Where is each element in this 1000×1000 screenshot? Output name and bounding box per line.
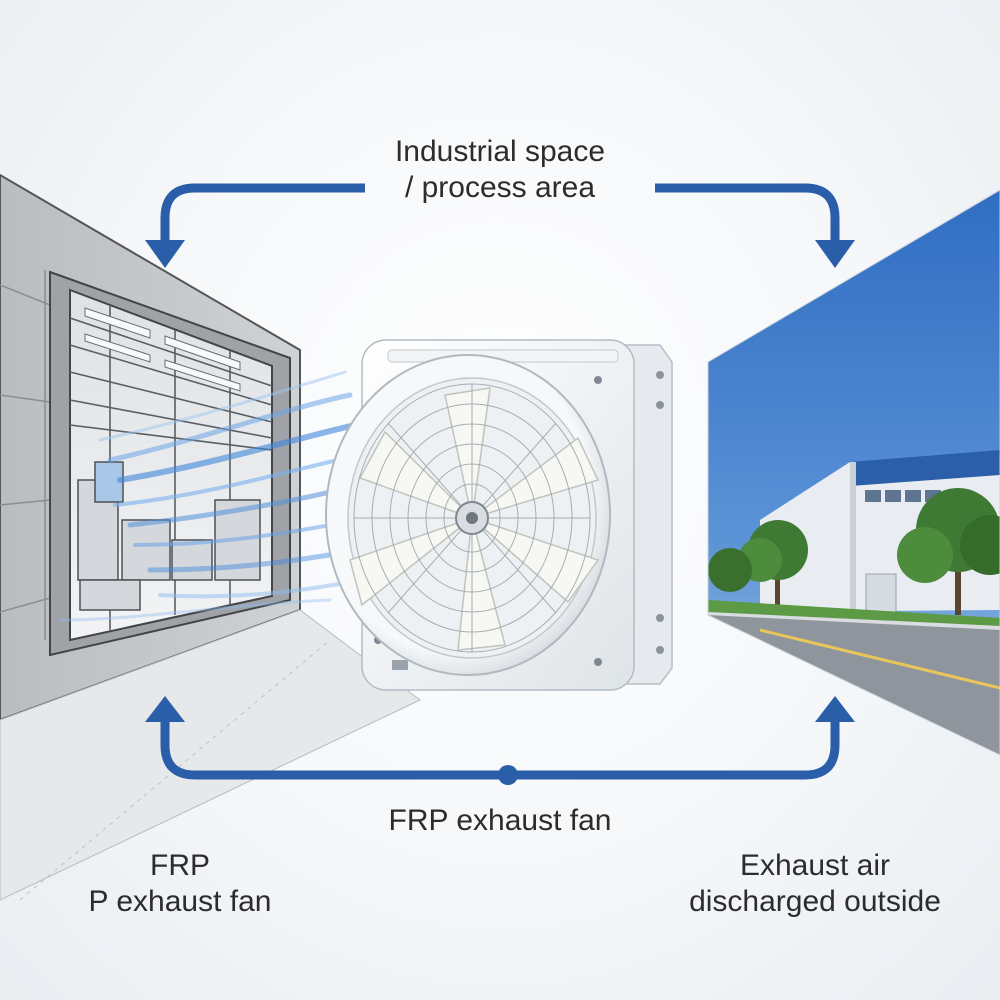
label-line: Exhaust air <box>739 849 891 882</box>
label-line: discharged outside <box>689 885 941 918</box>
label-exhaust-air: Exhaust air discharged outside <box>655 848 975 920</box>
arrow-bottom-right <box>500 720 840 780</box>
label-line: FRP exhaust fan <box>388 804 612 837</box>
label-line: P exhaust fan <box>88 885 272 918</box>
arrowhead-up-right <box>815 696 855 722</box>
arrow-bottom-left <box>160 720 500 780</box>
label-industrial-space: Industrial space / process area <box>315 134 685 206</box>
arrow-top-left <box>160 183 365 245</box>
arrow-top-right <box>655 183 840 245</box>
arrowhead-down-right <box>815 240 855 268</box>
label-line: Industrial space <box>394 135 606 168</box>
label-line: FRP <box>150 849 210 882</box>
trees <box>708 488 1000 615</box>
label-frp-left: FRP P exhaust fan <box>40 848 320 920</box>
label-frp-exhaust-fan: FRP exhaust fan <box>350 803 650 839</box>
junction-dot <box>498 765 518 785</box>
label-line: / process area <box>404 171 596 204</box>
fan-blades <box>349 387 600 651</box>
arrowhead-up-left <box>145 696 185 722</box>
arrowhead-down-left <box>145 240 185 268</box>
